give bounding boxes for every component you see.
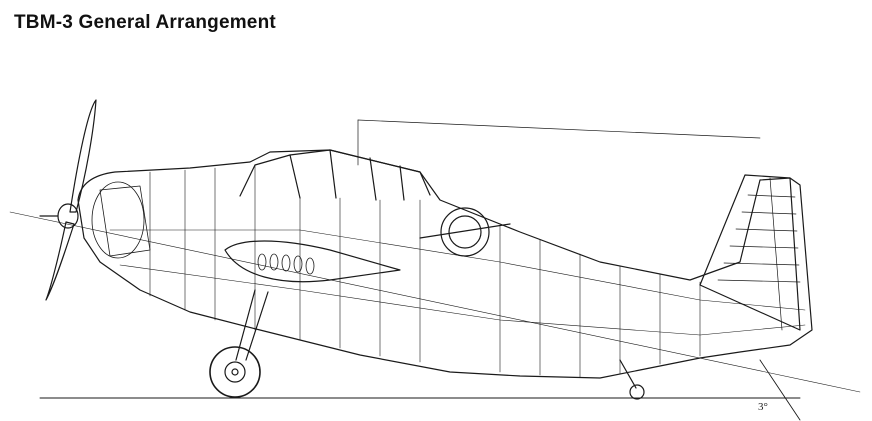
fuselage-frames [149, 164, 701, 378]
propeller [39, 99, 97, 301]
thrust-line [9, 211, 861, 393]
tail-fin [699, 174, 801, 331]
engine-cowling [91, 181, 151, 259]
tail-wheel [629, 384, 645, 400]
arresting-hook [759, 359, 801, 421]
main-wheel [209, 346, 261, 398]
page-title: TBM-3 General Arrangement [14, 12, 276, 33]
canopy [239, 149, 431, 197]
fuselage-outline [77, 149, 813, 379]
longerons [109, 229, 806, 336]
main-landing-gear [209, 289, 269, 398]
reference-line [357, 119, 761, 139]
angle-label: 3° [758, 401, 768, 413]
tail-landing-gear [619, 359, 645, 400]
ball-turret [440, 207, 490, 257]
wing-root [224, 240, 401, 283]
